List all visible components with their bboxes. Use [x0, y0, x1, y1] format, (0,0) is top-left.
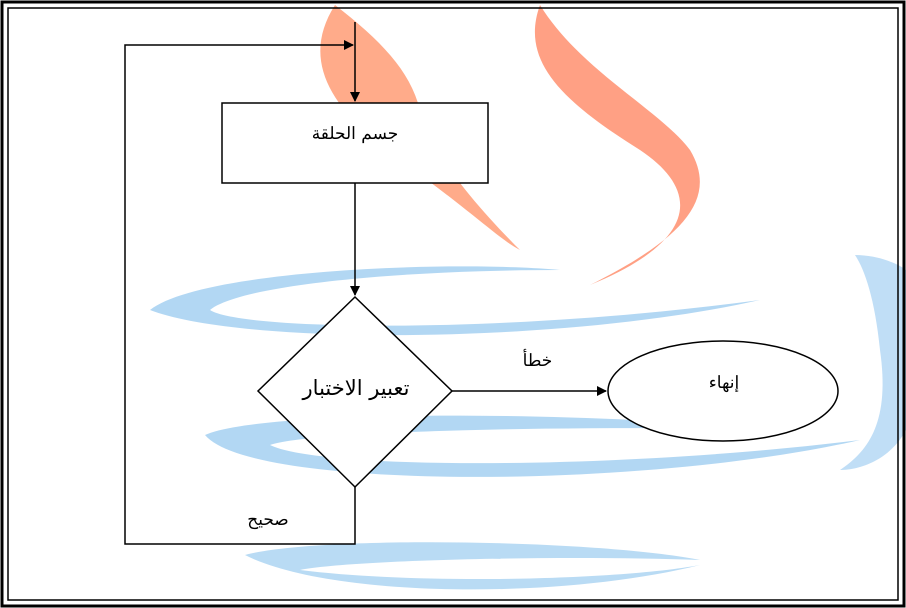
true-loop-path: [124, 40, 356, 545]
watermark-logo: [150, 5, 906, 590]
end-label: إنهاء: [708, 373, 740, 393]
condition-label: تعبير الاختبار: [302, 376, 410, 400]
watermark-swirl-right: [840, 255, 906, 470]
end-ellipse: [607, 340, 839, 442]
inner-frame: [7, 7, 899, 601]
false-edge-label: خطأ: [522, 351, 553, 371]
watermark-swirl-1: [150, 266, 760, 336]
watermark-flame-2: [534, 5, 700, 285]
true-edge-label: صحيح: [247, 510, 289, 530]
loop-body-label: جسم الحلقة: [311, 124, 399, 144]
watermark-swirl-3: [245, 542, 700, 590]
loop-body-box: [221, 102, 489, 184]
